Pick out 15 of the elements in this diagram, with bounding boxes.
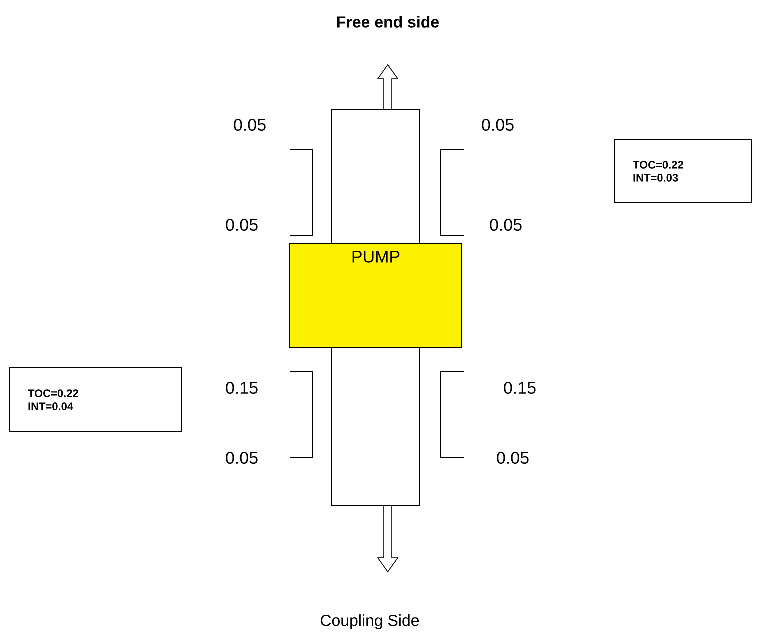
measurement-value: 0.05	[226, 452, 258, 464]
info-box: TOC=0.22 INT=0.04	[10, 368, 182, 432]
shaft-section	[332, 348, 420, 506]
pump-box: PUMP	[290, 244, 462, 348]
measurement-value: 0.05	[482, 118, 514, 132]
title: Free end side	[338, 16, 440, 28]
measurement-value: 0.05	[234, 118, 266, 132]
measurement-value: 0.05	[497, 452, 529, 464]
measurement-value: 0.15	[504, 382, 536, 394]
shaft-section	[332, 110, 420, 244]
measurement-value: 0.05	[226, 218, 258, 232]
measurement-value: 0.05	[490, 218, 522, 232]
info-box: TOC=0.22 INT=0.03	[614, 140, 752, 204]
measurement-value: 0.15	[226, 382, 258, 394]
caption: Coupling Side	[321, 614, 420, 630]
